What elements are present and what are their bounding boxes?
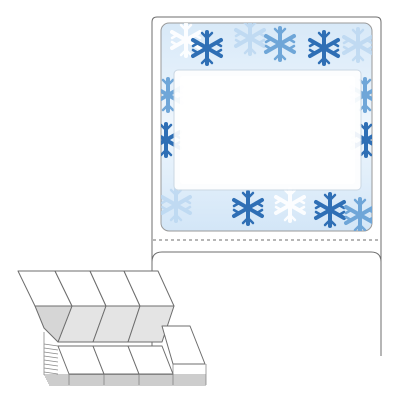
label-face — [160, 22, 373, 232]
label-liner — [151, 16, 382, 356]
fanfold-stack-icon — [17, 270, 207, 386]
